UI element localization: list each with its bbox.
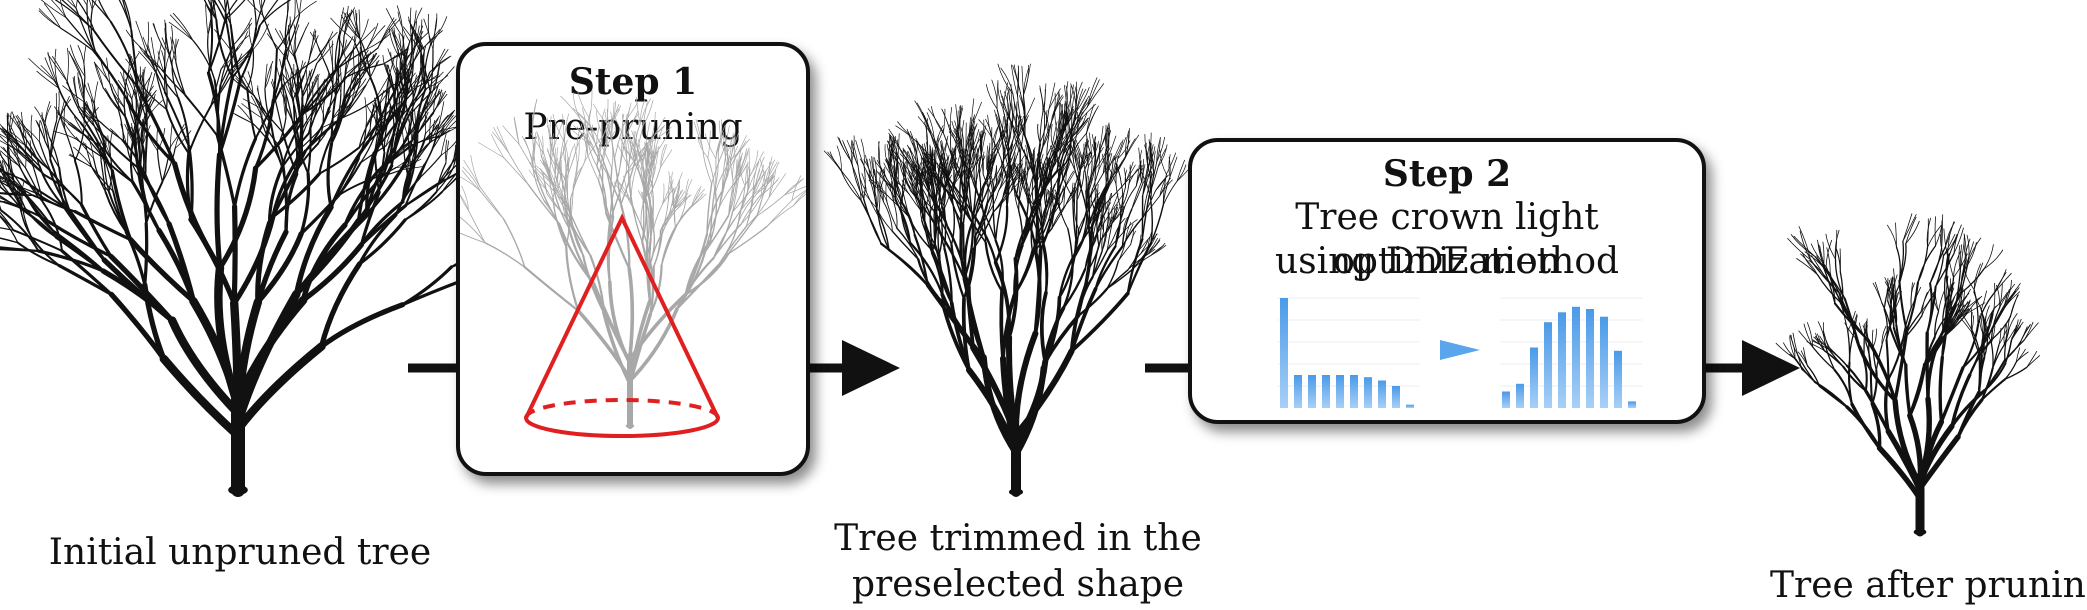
step2-title: Step 2 [1382,153,1512,195]
label-initial-tree: Initial unpruned tree [48,532,432,573]
label-trimmed-tree: Tree trimmed in the preselected shape [818,516,1218,608]
histogram-bar [1364,377,1372,408]
histogram-bar [1516,383,1524,408]
transform-arrow-icon [1440,340,1480,360]
histogram-bar [1558,312,1566,408]
label-trimmed-line2: preselected shape [851,564,1185,605]
trimmed-tree-illustration [823,63,1193,497]
label-after-pruning: Tree after pruning [1770,565,2087,606]
histogram-bar [1586,309,1594,408]
pre-pruning-cone-illustration [460,89,806,438]
histogram-bar [1600,316,1608,408]
histogram-before [1278,297,1420,408]
step2-line1: Tree crown light optimization [1295,197,1599,282]
step1-box: Step 1 Pre-pruning [456,42,810,476]
ghost-tree-icon [460,89,806,429]
histogram-bar [1280,298,1288,408]
histogram-bar [1350,375,1358,408]
light-distribution-histograms [1278,297,1642,408]
label-trimmed-line1: Tree trimmed in the [834,518,1202,559]
histogram-bar [1572,306,1580,408]
histogram-bar [1614,350,1622,408]
step1-subtitle: Pre-pruning [523,107,743,148]
step1-title: Step 1 [568,61,698,103]
histogram-bar [1502,391,1510,408]
arrow-step1-to-trimmed [808,340,900,396]
histogram-bar [1308,375,1316,408]
histogram-bar [1336,375,1344,408]
pruned-tree-illustration [1775,213,2041,537]
step2-line2: using DDE method [1274,241,1620,282]
histogram-bar [1378,380,1386,408]
arrow-step2-to-after [1704,340,1800,396]
initial-tree-illustration [0,0,566,497]
cone-shape [524,213,720,438]
histogram-after [1500,297,1642,408]
histogram-bar [1294,375,1302,408]
histogram-bar [1406,404,1414,408]
histogram-bar [1392,386,1400,408]
histogram-bar [1628,401,1636,408]
histogram-bar [1530,347,1538,408]
step2-box: Step 2 Tree crown light optimization usi… [1188,138,1706,424]
histogram-bar [1544,322,1552,408]
histogram-bar [1322,375,1330,408]
